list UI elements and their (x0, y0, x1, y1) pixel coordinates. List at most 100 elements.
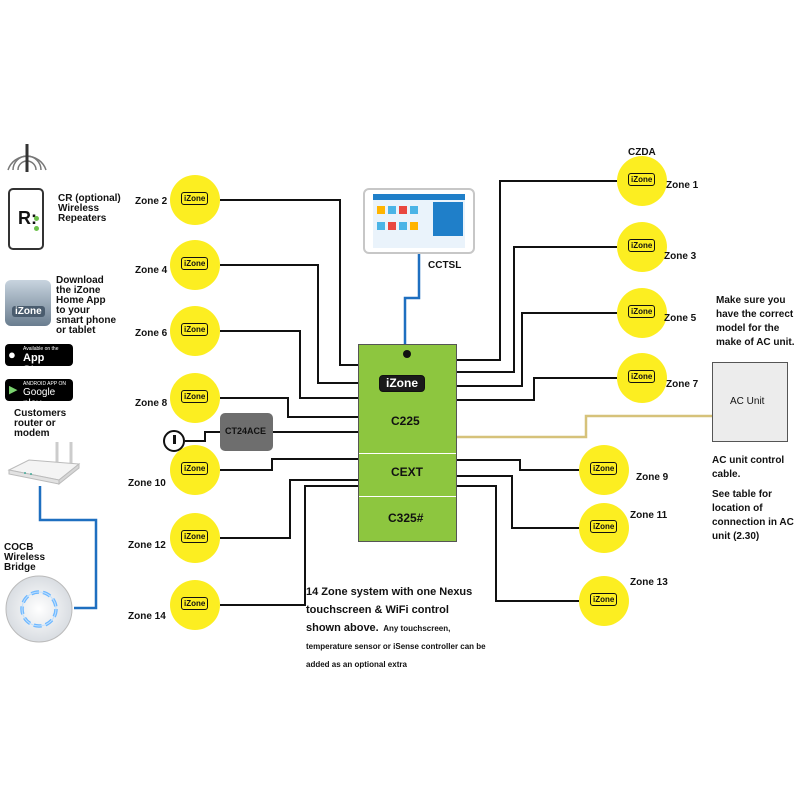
app-store-big-text: App Store (23, 352, 52, 376)
system-note-main: 14 Zone system with one Nexus touchscree… (306, 586, 473, 634)
izone-logo: iZone (628, 173, 656, 186)
zone-11-label: Zone 11 (630, 510, 668, 521)
ct24ace-label: CT24ACE (225, 426, 267, 436)
cable-note: AC unit control cable. (712, 455, 785, 480)
play-icon: ▶ (9, 384, 18, 396)
c325-label: C325# (388, 511, 424, 525)
app-download-caption: Download the iZone Home App to your smar… (56, 275, 117, 336)
izone-logo: iZone (628, 239, 656, 252)
zone-2-label: Zone 2 (135, 196, 168, 207)
controller-led-icon (403, 350, 411, 358)
bridge-caption: COCB Wireless Bridge (4, 542, 46, 573)
zone-12-label: Zone 12 (128, 540, 166, 551)
app-store-badge[interactable]: ● Available on the App Store (5, 344, 73, 376)
google-play-big-text: Google play (23, 387, 56, 409)
ac-control-cable (457, 414, 712, 439)
zone-1-label: Zone 1 (666, 180, 699, 191)
zone-10-label: Zone 10 (128, 478, 166, 489)
zone-8-label: Zone 8 (135, 398, 168, 409)
izone-logo: iZone (628, 305, 656, 318)
izone-logo: iZone (181, 462, 209, 475)
zone-6-wire (220, 330, 358, 399)
cctsl-label: CCTSL (428, 260, 462, 271)
czda-label: CZDA (628, 147, 656, 158)
zone-6-controller[interactable]: iZone (170, 306, 220, 356)
network-cable (38, 486, 98, 610)
ct24ace-module: CT24ACE (220, 413, 273, 451)
system-note-small: Any touchscreen, temperature sensor or i… (306, 624, 486, 669)
zone-4-controller[interactable]: iZone (170, 240, 220, 290)
repeater-letter: R: (18, 208, 37, 228)
zone-2-controller[interactable]: iZone (170, 175, 220, 225)
izone-logo: iZone (181, 390, 209, 403)
zone-3-wire (457, 246, 617, 373)
zone-13-label: Zone 13 (630, 577, 668, 588)
model-note: Make sure you have the correct model for… (716, 295, 795, 348)
google-play-badge[interactable]: ▶ ANDROID APP ON Google play (5, 379, 73, 409)
zone-5-wire (457, 312, 617, 387)
izone-logo: iZone (590, 593, 618, 606)
repeater-led-icon (34, 226, 39, 231)
sensor-wire (185, 431, 220, 442)
zone-1-wire (457, 180, 617, 361)
touchscreen-cable (403, 254, 421, 344)
zone-13-wire (457, 485, 579, 602)
router-caption: Customers router or modem (14, 408, 67, 439)
izone-logo: iZone (181, 192, 209, 205)
wireless-bridge-icon (4, 574, 74, 644)
ac-unit-label: AC Unit (730, 396, 765, 407)
zone-9-wire (457, 459, 579, 471)
zone-10-wire (220, 458, 358, 471)
ac-unit-box: AC Unit (712, 362, 788, 442)
zone-7-wire (457, 377, 617, 401)
zone-1-controller[interactable]: iZone (617, 156, 667, 206)
zone-14-wire (220, 485, 358, 606)
izone-logo: iZone (181, 597, 209, 610)
app-store-small-text: Available on the (23, 346, 59, 352)
zone-9-label: Zone 9 (636, 472, 669, 483)
google-play-small-text: ANDROID APP ON (23, 381, 66, 387)
zone-14-controller[interactable]: iZone (170, 580, 220, 630)
temperature-sensor-icon (163, 430, 185, 452)
zone-7-controller[interactable]: iZone (617, 353, 667, 403)
izone-logo: iZone (628, 370, 656, 383)
zone-4-wire (220, 264, 358, 384)
repeater-led-icon (34, 216, 39, 221)
system-note: 14 Zone system with one Nexus touchscree… (306, 582, 486, 672)
table-note: See table for location of connection in … (712, 489, 794, 542)
wifi-signal-icon (2, 130, 52, 172)
izone-logo: iZone (181, 530, 209, 543)
izone-logo: iZone (181, 323, 209, 336)
zone-3-label: Zone 3 (664, 251, 697, 262)
zone-11-controller[interactable]: iZone (579, 503, 629, 553)
zone-7-label: Zone 7 (666, 379, 699, 390)
repeater-caption: CR (optional) Wireless Repeaters (58, 193, 121, 224)
cext-label: CEXT (391, 465, 424, 479)
cctsl-touchscreen[interactable] (363, 188, 475, 254)
touchscreen-display (373, 194, 465, 248)
repeater-device-icon: R: (8, 188, 44, 250)
izone-logo: iZone (181, 257, 209, 270)
zone-9-controller[interactable]: iZone (579, 445, 629, 495)
apple-icon: ● (8, 347, 16, 362)
zone-5-controller[interactable]: iZone (617, 288, 667, 338)
router-icon (5, 440, 81, 486)
zone-13-controller[interactable]: iZone (579, 576, 629, 626)
zone-11-wire (457, 475, 579, 529)
zone-5-label: Zone 5 (664, 313, 697, 324)
zone-10-controller[interactable]: iZone (170, 445, 220, 495)
zone-2-wire (220, 199, 358, 366)
controller-box: iZone C225 CEXT C325# (358, 344, 457, 542)
izone-logo: iZone (590, 462, 618, 475)
zone-4-label: Zone 4 (135, 265, 168, 276)
zone-3-controller[interactable]: iZone (617, 222, 667, 272)
app-icon-brand: iZone (12, 306, 45, 317)
zone-14-label: Zone 14 (128, 611, 166, 622)
izone-app-icon: iZone (5, 280, 51, 326)
controller-brand-logo: iZone (379, 375, 425, 392)
zone-12-controller[interactable]: iZone (170, 513, 220, 563)
zone-8-wire (220, 397, 358, 418)
zone-8-controller[interactable]: iZone (170, 373, 220, 423)
zone-12-wire (220, 479, 358, 539)
